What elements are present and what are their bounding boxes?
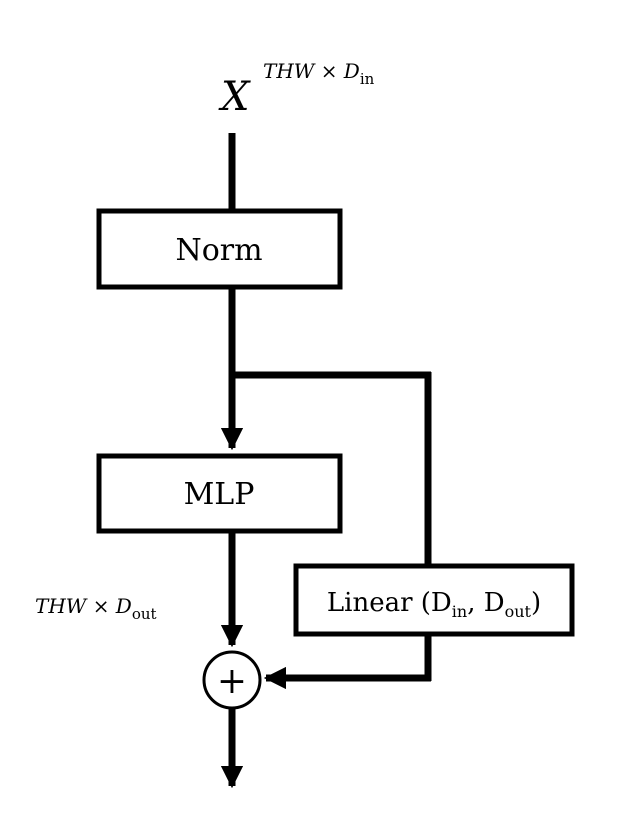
input-symbol: X [218, 74, 251, 120]
linear-box [293, 563, 575, 637]
norm-label: Norm [175, 233, 262, 268]
linear-label: Linear (Din, Dout) [327, 588, 541, 621]
norm-box [96, 208, 343, 290]
mlp-box [96, 453, 343, 534]
output-shape-label: THW × Dout [35, 594, 157, 623]
mlp-label: MLP [184, 477, 255, 512]
input-shape-label: THW × Din [263, 59, 375, 88]
plus-icon: + [217, 661, 247, 702]
